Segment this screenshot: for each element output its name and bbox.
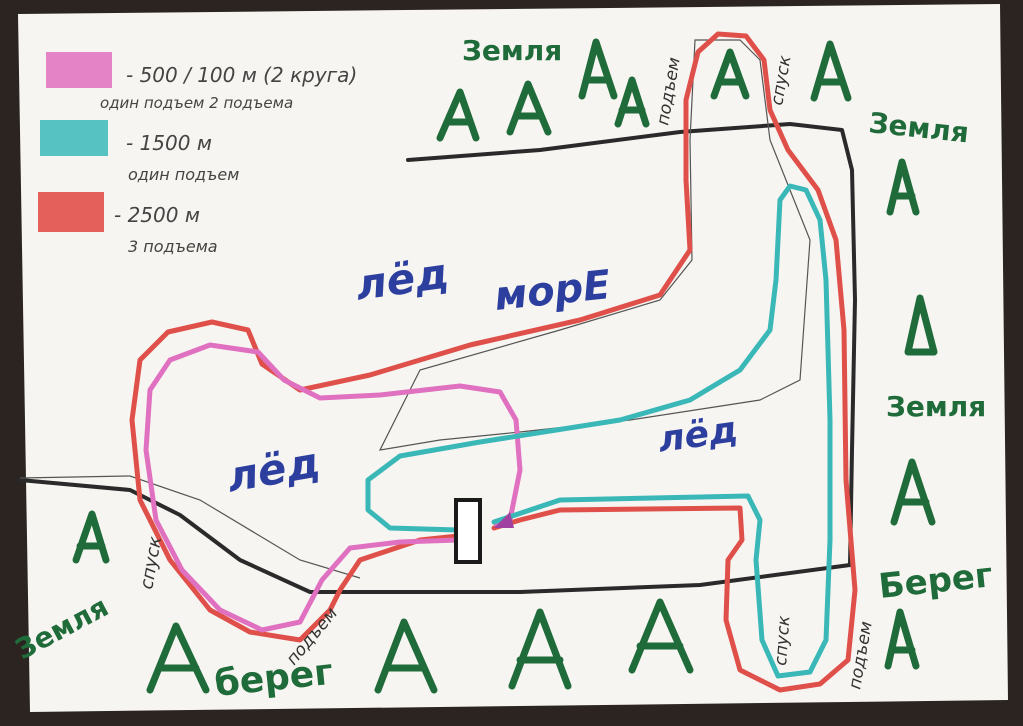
legend-item-3-line1: - 2500 м <box>114 203 200 227</box>
shoreline <box>18 122 857 594</box>
trees <box>72 38 938 694</box>
tree-icon <box>506 80 552 136</box>
tree-icon <box>710 48 750 100</box>
legend-item-2-line1: - 1500 м <box>126 131 212 155</box>
start-finish-box <box>454 498 482 564</box>
legend-swatch-red <box>38 192 104 232</box>
route-red-2500 <box>129 31 858 693</box>
legend-swatch-teal <box>40 120 108 156</box>
tree-icon <box>508 608 572 690</box>
route-pink-500 <box>143 342 523 633</box>
legend-swatch-pink <box>46 52 112 88</box>
legend-item-1-line2: один подъем 2 подъема <box>100 94 293 112</box>
legend-item-1-line1: - 500 / 100 м (2 круга) <box>126 63 357 87</box>
tree-icon <box>810 40 852 102</box>
tree-icon <box>628 598 694 674</box>
legend-item-3-line2: 3 подъема <box>128 237 218 256</box>
tree-icon <box>886 158 920 216</box>
tree-icon <box>614 76 650 128</box>
zemlya-label-right-mid: Земля <box>886 390 986 423</box>
spusk-label-bottom: спуск <box>771 614 794 666</box>
tree-icon <box>72 510 110 564</box>
legend: - 500 / 100 м (2 круга) один подъем 2 по… <box>38 52 357 256</box>
tree-icon <box>374 618 438 694</box>
tree-icon <box>904 294 938 356</box>
tree-icon <box>578 38 618 100</box>
pencil-outline-2 <box>19 475 361 579</box>
route-teal-1500 <box>365 183 833 679</box>
shoreline-path <box>18 122 857 594</box>
tree-icon <box>146 622 210 694</box>
legend-item-2-line2: один подъем <box>128 165 239 184</box>
zemlya-label-top: Земля <box>462 34 562 67</box>
start-flag-icon <box>494 512 514 528</box>
tree-icon <box>436 88 480 142</box>
tree-icon <box>884 608 920 670</box>
tree-icon <box>890 458 936 526</box>
